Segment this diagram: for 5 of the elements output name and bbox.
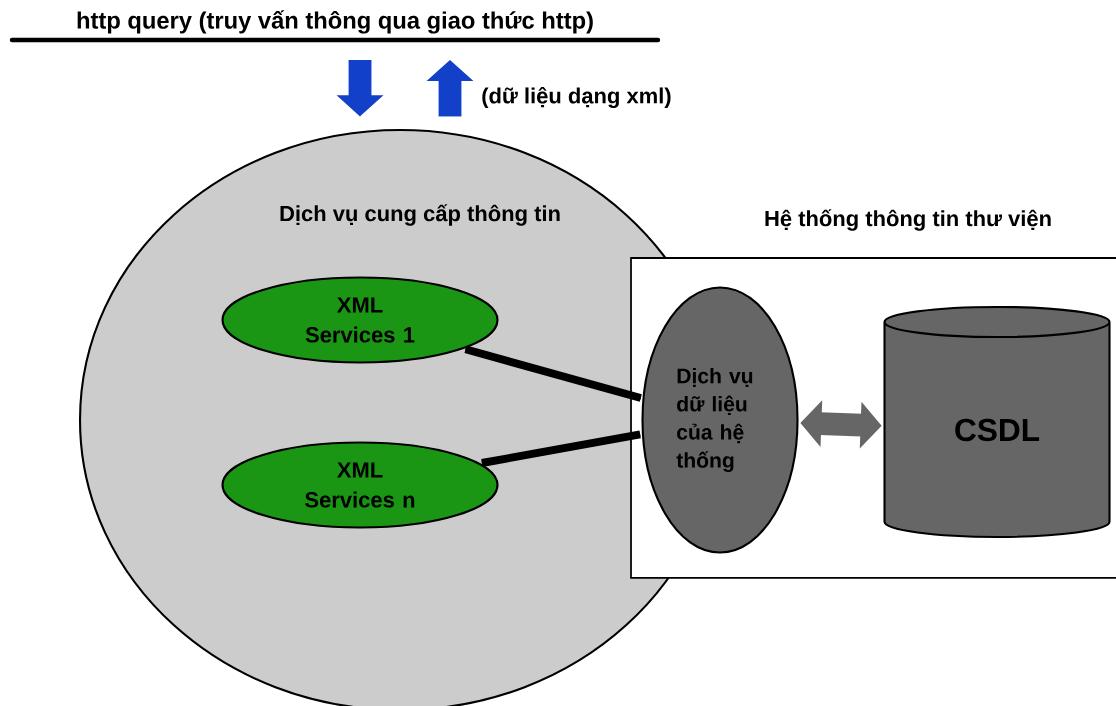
edge-label: (dữ liệu dạng xml) — [482, 86, 671, 108]
database-cylinder: CSDL — [883, 305, 1111, 538]
underlined-heading: http query (truy vấn thông qua giao thức http) — [9, 10, 661, 43]
node-label: Hệ thống thông tin thư viện — [765, 209, 1051, 231]
connector-line — [464, 345, 642, 402]
